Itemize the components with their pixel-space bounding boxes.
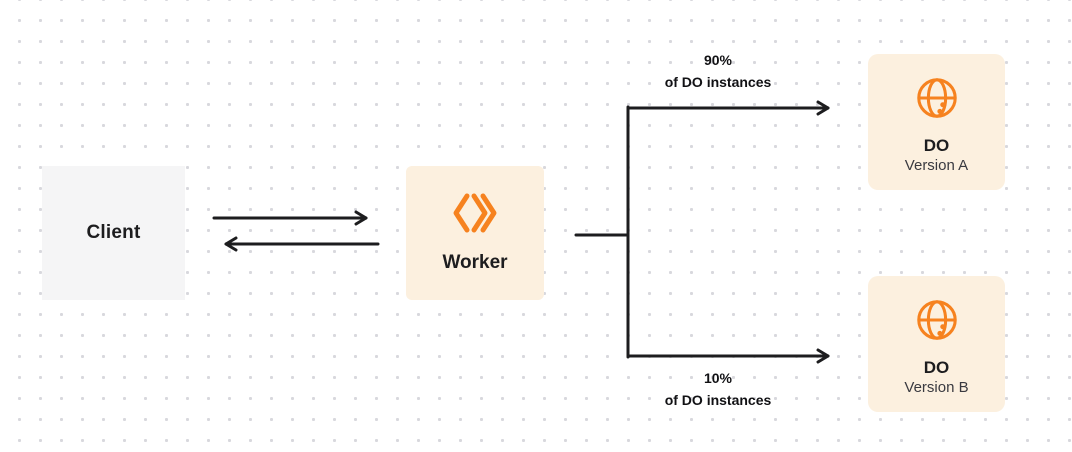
split-bottom-percent: 10% [703,370,733,386]
do-a-title: DO [923,135,950,155]
globe-icon [914,297,960,348]
split-label-bottom: 10% of DO instances [608,368,828,411]
worker-node: Worker [406,166,544,300]
do-version-a-node: DO Version A [868,54,1005,190]
worker-label: Worker [442,252,508,273]
do-a-subtitle: Version A [904,156,969,174]
do-version-b-node: DO Version B [868,276,1005,412]
split-top-percent: 90% [703,52,733,68]
split-label-top: 90% of DO instances [608,50,828,93]
globe-icon [914,75,960,126]
client-node: Client [42,166,185,300]
split-top-caption: of DO instances [664,73,772,90]
workers-logo-icon [450,192,500,239]
do-b-title: DO [923,357,950,377]
client-label: Client [86,222,141,243]
split-bottom-caption: of DO instances [664,391,772,408]
do-b-subtitle: Version B [904,378,969,396]
